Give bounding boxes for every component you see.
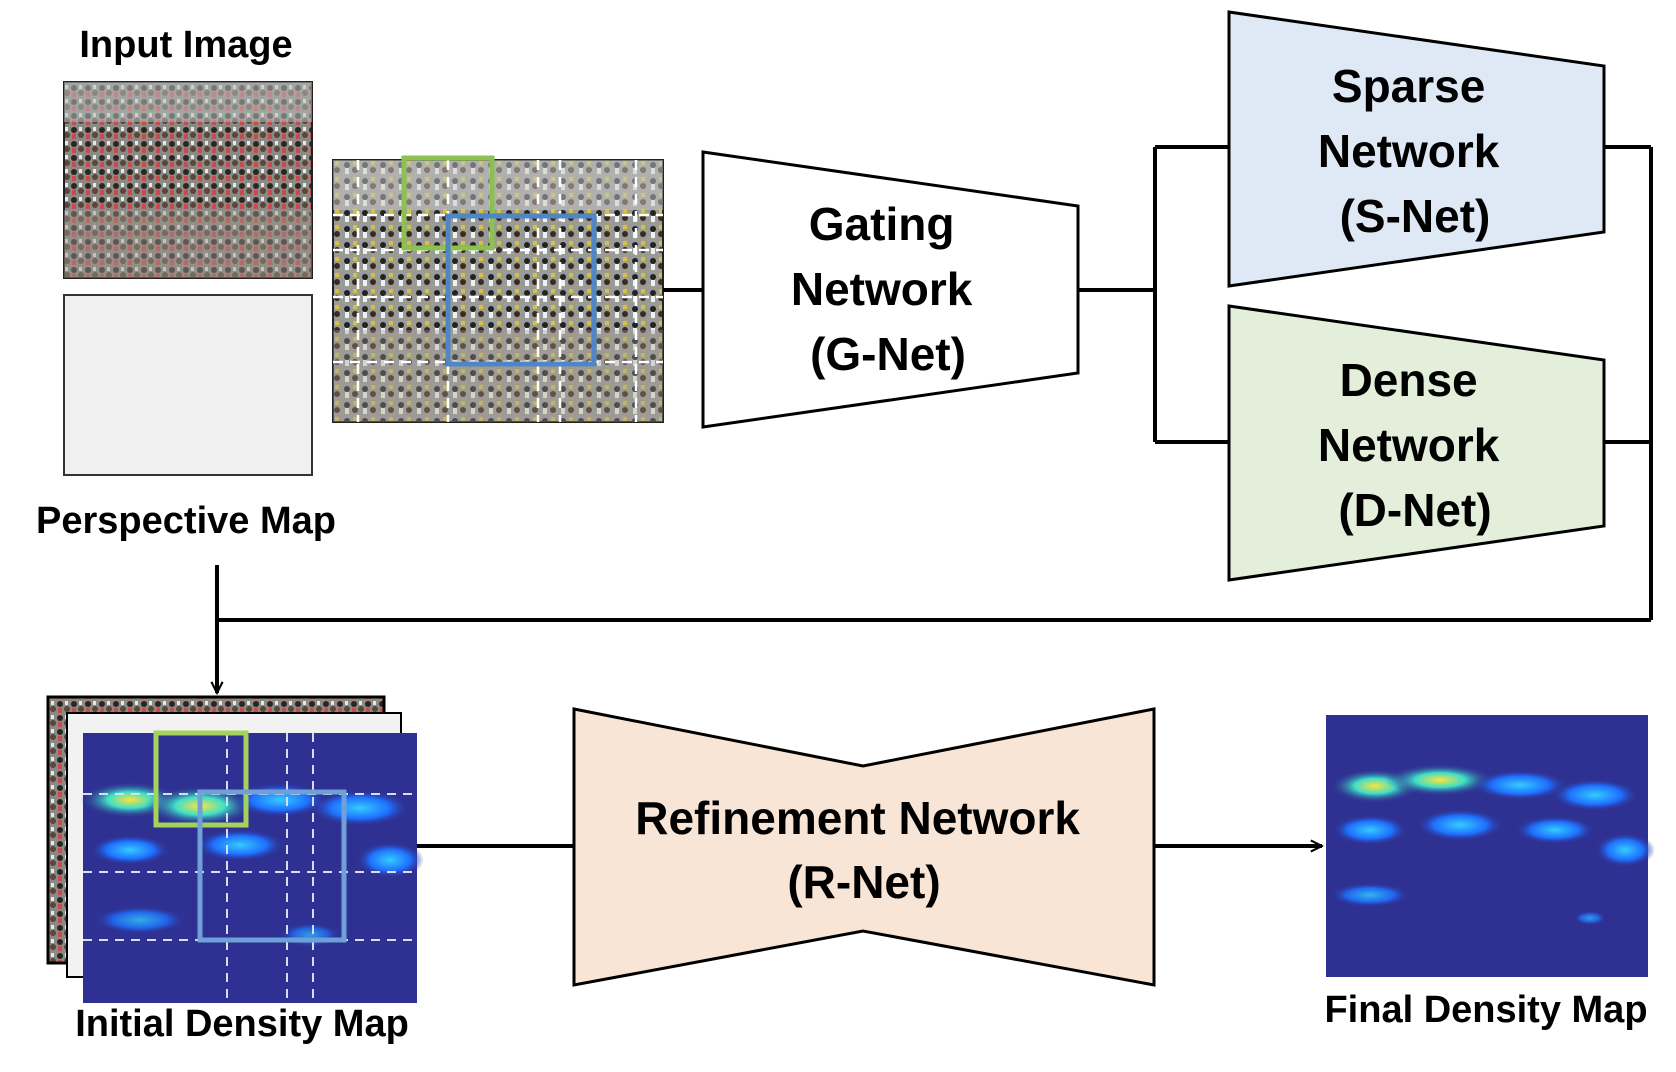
dense-network-line3: (D-Net) xyxy=(1338,484,1491,536)
dense-network-line1: Dense xyxy=(1340,354,1478,406)
final-density-map-label: Final Density Map xyxy=(1324,989,1647,1031)
gating-network-label: Gating Network (G-Net) xyxy=(791,198,985,380)
initial-sparse-patch-box xyxy=(197,789,347,943)
sparse-network-line3: (S-Net) xyxy=(1340,190,1491,242)
connector-outputs-merge xyxy=(217,145,1653,622)
initial-density-map-label: Initial Density Map xyxy=(75,1003,409,1045)
patch-grid-lines xyxy=(333,160,663,422)
initial-density-map xyxy=(46,695,424,1003)
refinement-network[interactable] xyxy=(572,707,1156,987)
gating-network-line3: (G-Net) xyxy=(810,328,966,380)
dense-network[interactable] xyxy=(1227,304,1606,582)
final-density-map xyxy=(1326,715,1655,977)
refinement-network-label: Refinement Network (R-Net) xyxy=(635,792,1093,908)
sparse-network-line1: Sparse xyxy=(1332,60,1485,112)
connector-gnet-branch xyxy=(1078,145,1229,444)
sparse-network-label: Sparse Network (S-Net) xyxy=(1318,60,1512,242)
gating-network[interactable] xyxy=(701,150,1080,429)
sparse-network[interactable] xyxy=(1227,10,1606,288)
refinement-network-line1: Refinement Network xyxy=(635,792,1080,844)
gating-network-line1: Gating xyxy=(809,198,955,250)
perspective-map xyxy=(63,294,313,476)
gating-network-line2: Network xyxy=(791,263,973,315)
sparse-network-line2: Network xyxy=(1318,125,1500,177)
input-image-label: Input Image xyxy=(79,24,292,66)
initial-density-grid-lines xyxy=(83,733,417,1003)
input-image xyxy=(63,81,313,279)
sparse-patch-box xyxy=(445,213,597,367)
dense-network-label: Dense Network (D-Net) xyxy=(1318,354,1512,536)
perspective-map-label: Perspective Map xyxy=(36,500,336,542)
refinement-network-line2: (R-Net) xyxy=(787,856,940,908)
patch-grid-image xyxy=(332,155,664,423)
dense-network-line2: Network xyxy=(1318,419,1500,471)
